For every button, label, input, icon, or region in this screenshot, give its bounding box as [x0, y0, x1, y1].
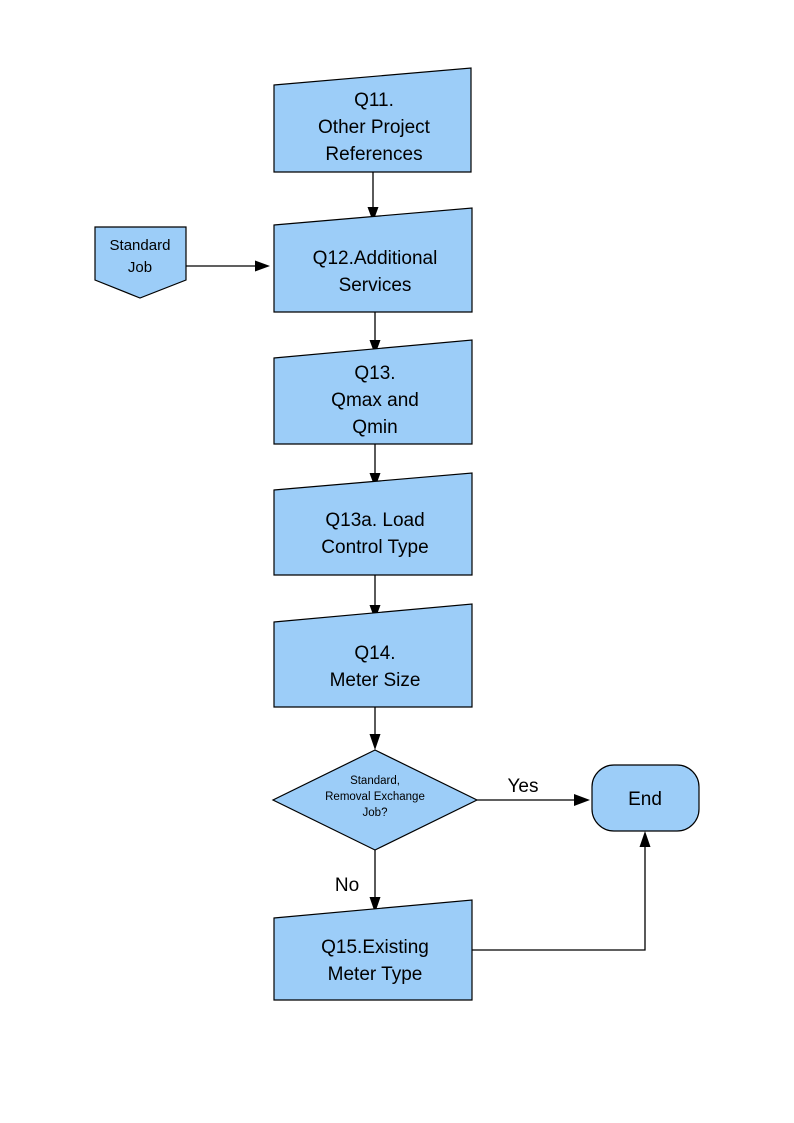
edge-standard-job-to-q12: [186, 260, 270, 272]
arrow-head-icon: [369, 340, 381, 355]
arrow-head-icon: [369, 897, 381, 913]
node-standard-job-shape[interactable]: [94, 226, 187, 299]
node-end-label: End: [628, 789, 662, 810]
node-q15-label-line1: Q15.Existing: [321, 937, 429, 958]
edge-decision-to-end-yes: Yes: [477, 776, 590, 806]
node-standard-job-label-line2: Job: [128, 259, 152, 276]
edge-q14-to-decision: [369, 707, 381, 750]
node-q12-shape[interactable]: [273, 207, 473, 313]
node-q15-shape[interactable]: [273, 899, 473, 1001]
node-q13-label-line2: Qmax and: [331, 390, 419, 411]
node-standard-job[interactable]: Standard Job: [94, 226, 187, 299]
arrow-head-icon: [367, 207, 379, 222]
node-q12-label-line1: Q12.Additional: [313, 248, 438, 269]
node-q11[interactable]: Q11. Other Project References: [273, 67, 472, 173]
edge-label-no: No: [335, 875, 359, 896]
arrow-head-icon: [255, 260, 270, 272]
node-q13[interactable]: Q13. Qmax and Qmin: [273, 339, 473, 445]
node-q14-label-line2: Meter Size: [330, 670, 421, 691]
edge-label-yes: Yes: [508, 776, 539, 797]
node-q15[interactable]: Q15.Existing Meter Type: [273, 899, 473, 1001]
node-decision[interactable]: Standard, Removal Exchange Job?: [271, 749, 479, 851]
node-decision-label-line1: Standard,: [350, 775, 400, 787]
node-end-shape[interactable]: [591, 764, 700, 832]
node-q13-label-line3: Qmin: [352, 417, 397, 438]
edge-line: [472, 845, 646, 951]
node-q13-label-line1: Q13.: [354, 363, 395, 384]
node-q11-label-line1: Q11.: [354, 90, 394, 111]
node-end[interactable]: End: [591, 764, 700, 832]
edge-decision-to-q15-no: No: [335, 850, 381, 913]
arrow-head-icon: [369, 473, 381, 488]
node-q14-label-line1: Q14.: [354, 643, 395, 664]
edge-q12-to-q13: [369, 312, 381, 355]
edge-q13-to-q13a: [369, 444, 381, 488]
node-q11-label-line3: References: [325, 144, 422, 165]
arrow-head-icon: [639, 831, 651, 847]
node-q13a-shape[interactable]: [273, 472, 473, 576]
node-q11-label-line2: Other Project: [318, 117, 431, 138]
node-q15-label-line2: Meter Type: [328, 964, 423, 985]
node-q11-shape[interactable]: [273, 67, 472, 173]
node-decision-shape[interactable]: [271, 749, 479, 851]
node-q13a[interactable]: Q13a. Load Control Type: [273, 472, 473, 576]
edge-q11-to-q12: [367, 172, 379, 222]
node-q14-shape[interactable]: [273, 603, 473, 708]
arrow-head-icon: [369, 734, 381, 750]
node-q12-label-line2: Services: [339, 275, 412, 296]
node-q13-shape[interactable]: [273, 339, 473, 445]
node-standard-job-label-line1: Standard: [110, 237, 171, 254]
node-q14[interactable]: Q14. Meter Size: [273, 603, 473, 708]
node-q13a-label-line1: Q13a. Load: [325, 510, 424, 531]
node-decision-label-line3: Job?: [363, 807, 388, 819]
node-decision-label-line2: Removal Exchange: [325, 791, 425, 803]
node-q13a-label-line2: Control Type: [321, 537, 428, 558]
node-q12[interactable]: Q12.Additional Services: [273, 207, 473, 313]
edge-q15-to-end: [472, 831, 651, 951]
arrow-head-icon: [574, 794, 590, 806]
